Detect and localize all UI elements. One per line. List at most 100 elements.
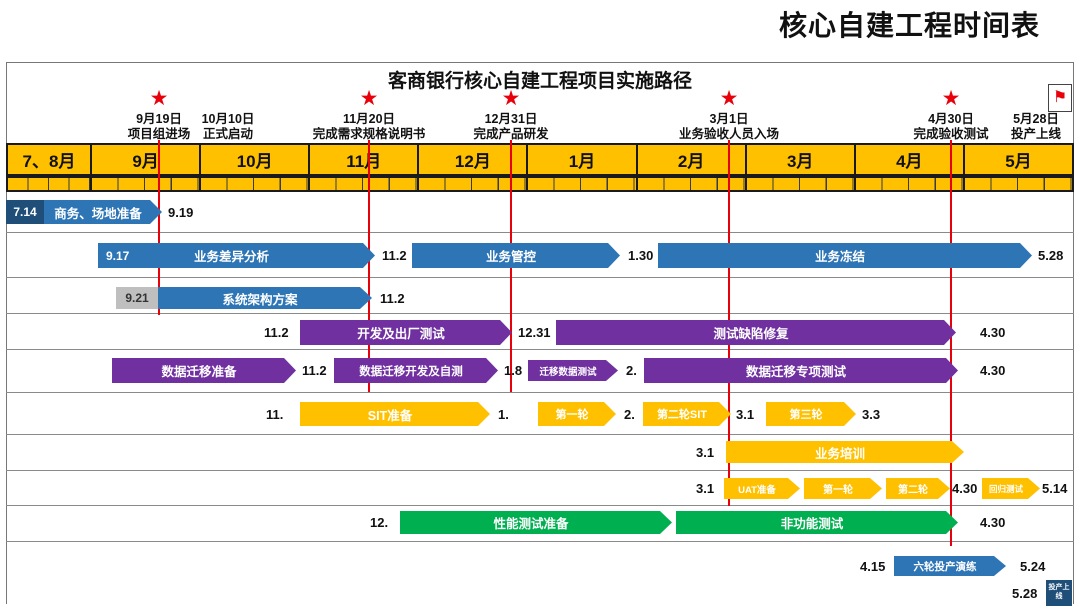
bar-data-migration-prep: 数据迁移准备 xyxy=(112,358,296,383)
milestone-label: 完成需求规格说明书 xyxy=(312,127,426,141)
milestone-star-icon: ★ xyxy=(501,87,521,110)
date-label: 3.1 xyxy=(696,481,715,496)
week-cells xyxy=(90,176,202,192)
milestone-official-launch: ★ 10月10日 正式启动 xyxy=(153,88,303,142)
date-chip-start: 7.14 xyxy=(6,200,44,224)
date-label: 5.24 xyxy=(1020,558,1046,574)
date-label: 4.30 xyxy=(980,363,1006,378)
row-separator xyxy=(6,470,1074,471)
date-label: 11. xyxy=(266,406,284,422)
month-cell: 12月 xyxy=(417,143,529,176)
milestone-label: 项目组进场 xyxy=(127,127,191,141)
page-title: 核心自建工程时间表 xyxy=(778,10,1040,41)
date-label: 2. xyxy=(626,363,637,378)
milestone-acceptance-test-done: ★ 4月30日 完成验收测试 xyxy=(876,88,1026,142)
milestone-go-live: ★ 5月28日 投产上线 xyxy=(991,88,1080,142)
milestone-date: 4月30日 xyxy=(928,112,974,126)
milestone-label: 正式启动 xyxy=(202,127,253,141)
row-separator xyxy=(6,232,1074,233)
milestone-acceptance-staff-entry: ★ 3月1日 业务验收人员入场 xyxy=(654,88,804,142)
date-label: 3.1 xyxy=(696,444,715,460)
bar-migration-data-test: 迁移数据测试 xyxy=(528,360,618,381)
milestone-date: 11月20日 xyxy=(342,112,396,126)
week-row xyxy=(6,176,1074,192)
milestone-star-icon: ★ xyxy=(719,87,739,110)
milestone-date: 9月19日 xyxy=(136,112,182,126)
month-header: 7、8月 9月 10月 11月 12月 1月 2月 3月 4月 5月 xyxy=(6,143,1074,176)
bar-regression-test: 回归测试 xyxy=(982,478,1040,499)
bar-defect-fix: 测试缺陷修复 xyxy=(556,320,956,345)
month-cell: 3月 xyxy=(744,143,856,176)
milestone-project-team-entry: ★ 9月19日 项目组进场 xyxy=(84,88,234,142)
bar-system-architecture: 系统架构方案 xyxy=(158,287,372,309)
week-cells xyxy=(853,176,965,192)
bar-non-functional-test: 非功能测试 xyxy=(676,511,958,534)
milestone-date: 12月31日 xyxy=(484,112,538,126)
row-separator xyxy=(6,313,1074,314)
week-cells xyxy=(744,176,856,192)
date-label: 2. xyxy=(624,406,635,422)
bar-sit-prep: SIT准备 xyxy=(300,402,490,426)
bar-uat-prep: UAT准备 xyxy=(724,478,800,499)
week-cells xyxy=(199,176,311,192)
bar-data-migration-special-test: 数据迁移专项测试 xyxy=(644,358,958,383)
bar-production-drill: 六轮投产演练 xyxy=(894,556,1006,576)
date-label: 12.31 xyxy=(518,325,551,340)
row-separator xyxy=(6,541,1074,542)
month-cell: 7、8月 xyxy=(6,143,92,176)
row-separator xyxy=(6,349,1074,350)
milestone-product-dev-done: ★ 12月31日 完成产品研发 xyxy=(436,88,586,142)
week-cells xyxy=(308,176,420,192)
week-cells xyxy=(962,176,1074,192)
date-label: 11.2 xyxy=(264,325,289,340)
milestone-label: 业务验收人员入场 xyxy=(678,127,779,141)
month-cell: 4月 xyxy=(853,143,965,176)
date-label: 5.28 xyxy=(1012,585,1038,601)
milestone-line-919 xyxy=(158,140,160,315)
date-label: 1.30 xyxy=(628,248,654,263)
bar-start-date: 9.17 xyxy=(106,248,130,263)
bar-business-site-prep: 商务、场地准备 xyxy=(44,200,162,224)
chart-frame xyxy=(6,62,1074,604)
date-label: 11.2 xyxy=(380,290,405,306)
week-cells xyxy=(526,176,638,192)
milestone-date: 10月10日 xyxy=(201,112,255,126)
date-label: 1.8 xyxy=(504,363,523,378)
milestone-line-430 xyxy=(950,140,952,546)
month-cell: 1月 xyxy=(526,143,638,176)
date-label: 3.3 xyxy=(862,406,881,422)
bar-sit-round2: 第二轮SIT xyxy=(643,402,731,426)
date-chip-921: 9.21 xyxy=(116,287,158,309)
bar-uat-round2: 第二轮 xyxy=(886,478,950,499)
month-cell: 10月 xyxy=(199,143,311,176)
bar-business-freeze: 业务冻结 xyxy=(658,243,1032,268)
month-cell: 5月 xyxy=(962,143,1074,176)
date-label: 5.28 xyxy=(1038,248,1064,263)
row-separator xyxy=(6,392,1074,393)
row-separator xyxy=(6,434,1074,435)
date-label: 9.19 xyxy=(168,204,194,220)
flag-icon: ⚑ xyxy=(1052,89,1068,106)
bar-sit-round1: 第一轮 xyxy=(538,402,616,426)
go-live-box: 投产上线 xyxy=(1046,580,1072,606)
bar-business-control: 业务管控 xyxy=(412,243,620,268)
date-label: 4.30 xyxy=(952,481,978,496)
milestone-label: 完成验收测试 xyxy=(913,127,989,141)
milestone-date: 3月1日 xyxy=(709,112,749,126)
bar-dev-factory-test: 开发及出厂测试 xyxy=(300,320,512,345)
date-label: 4.30 xyxy=(980,515,1006,530)
milestone-star-icon: ★ xyxy=(941,87,961,110)
bar-label: 业务差异分析 xyxy=(193,250,269,264)
row-separator xyxy=(6,277,1074,278)
date-label: 3.1 xyxy=(736,406,755,422)
milestone-date: 5月28日 xyxy=(1013,112,1059,126)
milestone-star-icon: ★ xyxy=(359,87,379,110)
milestone-label: 完成产品研发 xyxy=(473,127,549,141)
date-label: 11.2 xyxy=(302,363,327,378)
date-label: 5.14 xyxy=(1042,481,1068,496)
date-label: 4.15 xyxy=(860,558,886,574)
go-live-flag-box: ⚑ xyxy=(1048,84,1072,112)
chart-title: 客商银行核心自建工程项目实施路径 xyxy=(387,71,692,92)
date-label: 12. xyxy=(370,515,389,530)
